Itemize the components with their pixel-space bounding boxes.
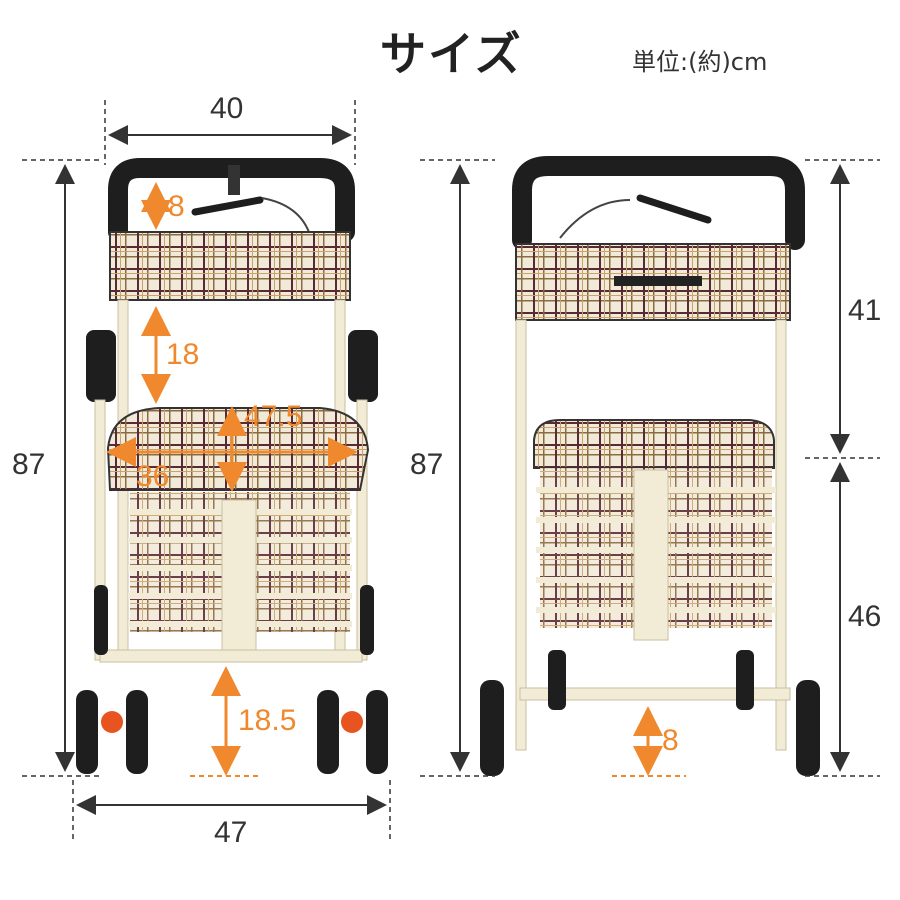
bag-to-seat-label: 18 [166, 338, 200, 371]
front-dimensions [22, 100, 391, 840]
page-title: サイズ [380, 27, 523, 81]
side-dimensions [420, 159, 880, 777]
seat-width-label: 36 [136, 460, 170, 493]
side-walker [480, 156, 820, 776]
handle-grip-label: 8 [168, 190, 185, 223]
front-height-label: 87 [12, 448, 46, 481]
ground-clearance-label: 8 [662, 724, 679, 757]
side-upper-height-label: 41 [848, 294, 882, 327]
seat-clearance-label: 18.5 [238, 704, 297, 737]
side-height-label: 87 [410, 448, 444, 481]
front-width-top-label: 40 [210, 92, 244, 125]
front-width-base-label: 47 [214, 816, 248, 849]
seat-depth-label: 47.5 [244, 400, 303, 433]
side-seat-height-label: 46 [848, 600, 882, 633]
unit-label: 単位:(約)cm [632, 48, 768, 76]
front-walker [76, 158, 388, 774]
